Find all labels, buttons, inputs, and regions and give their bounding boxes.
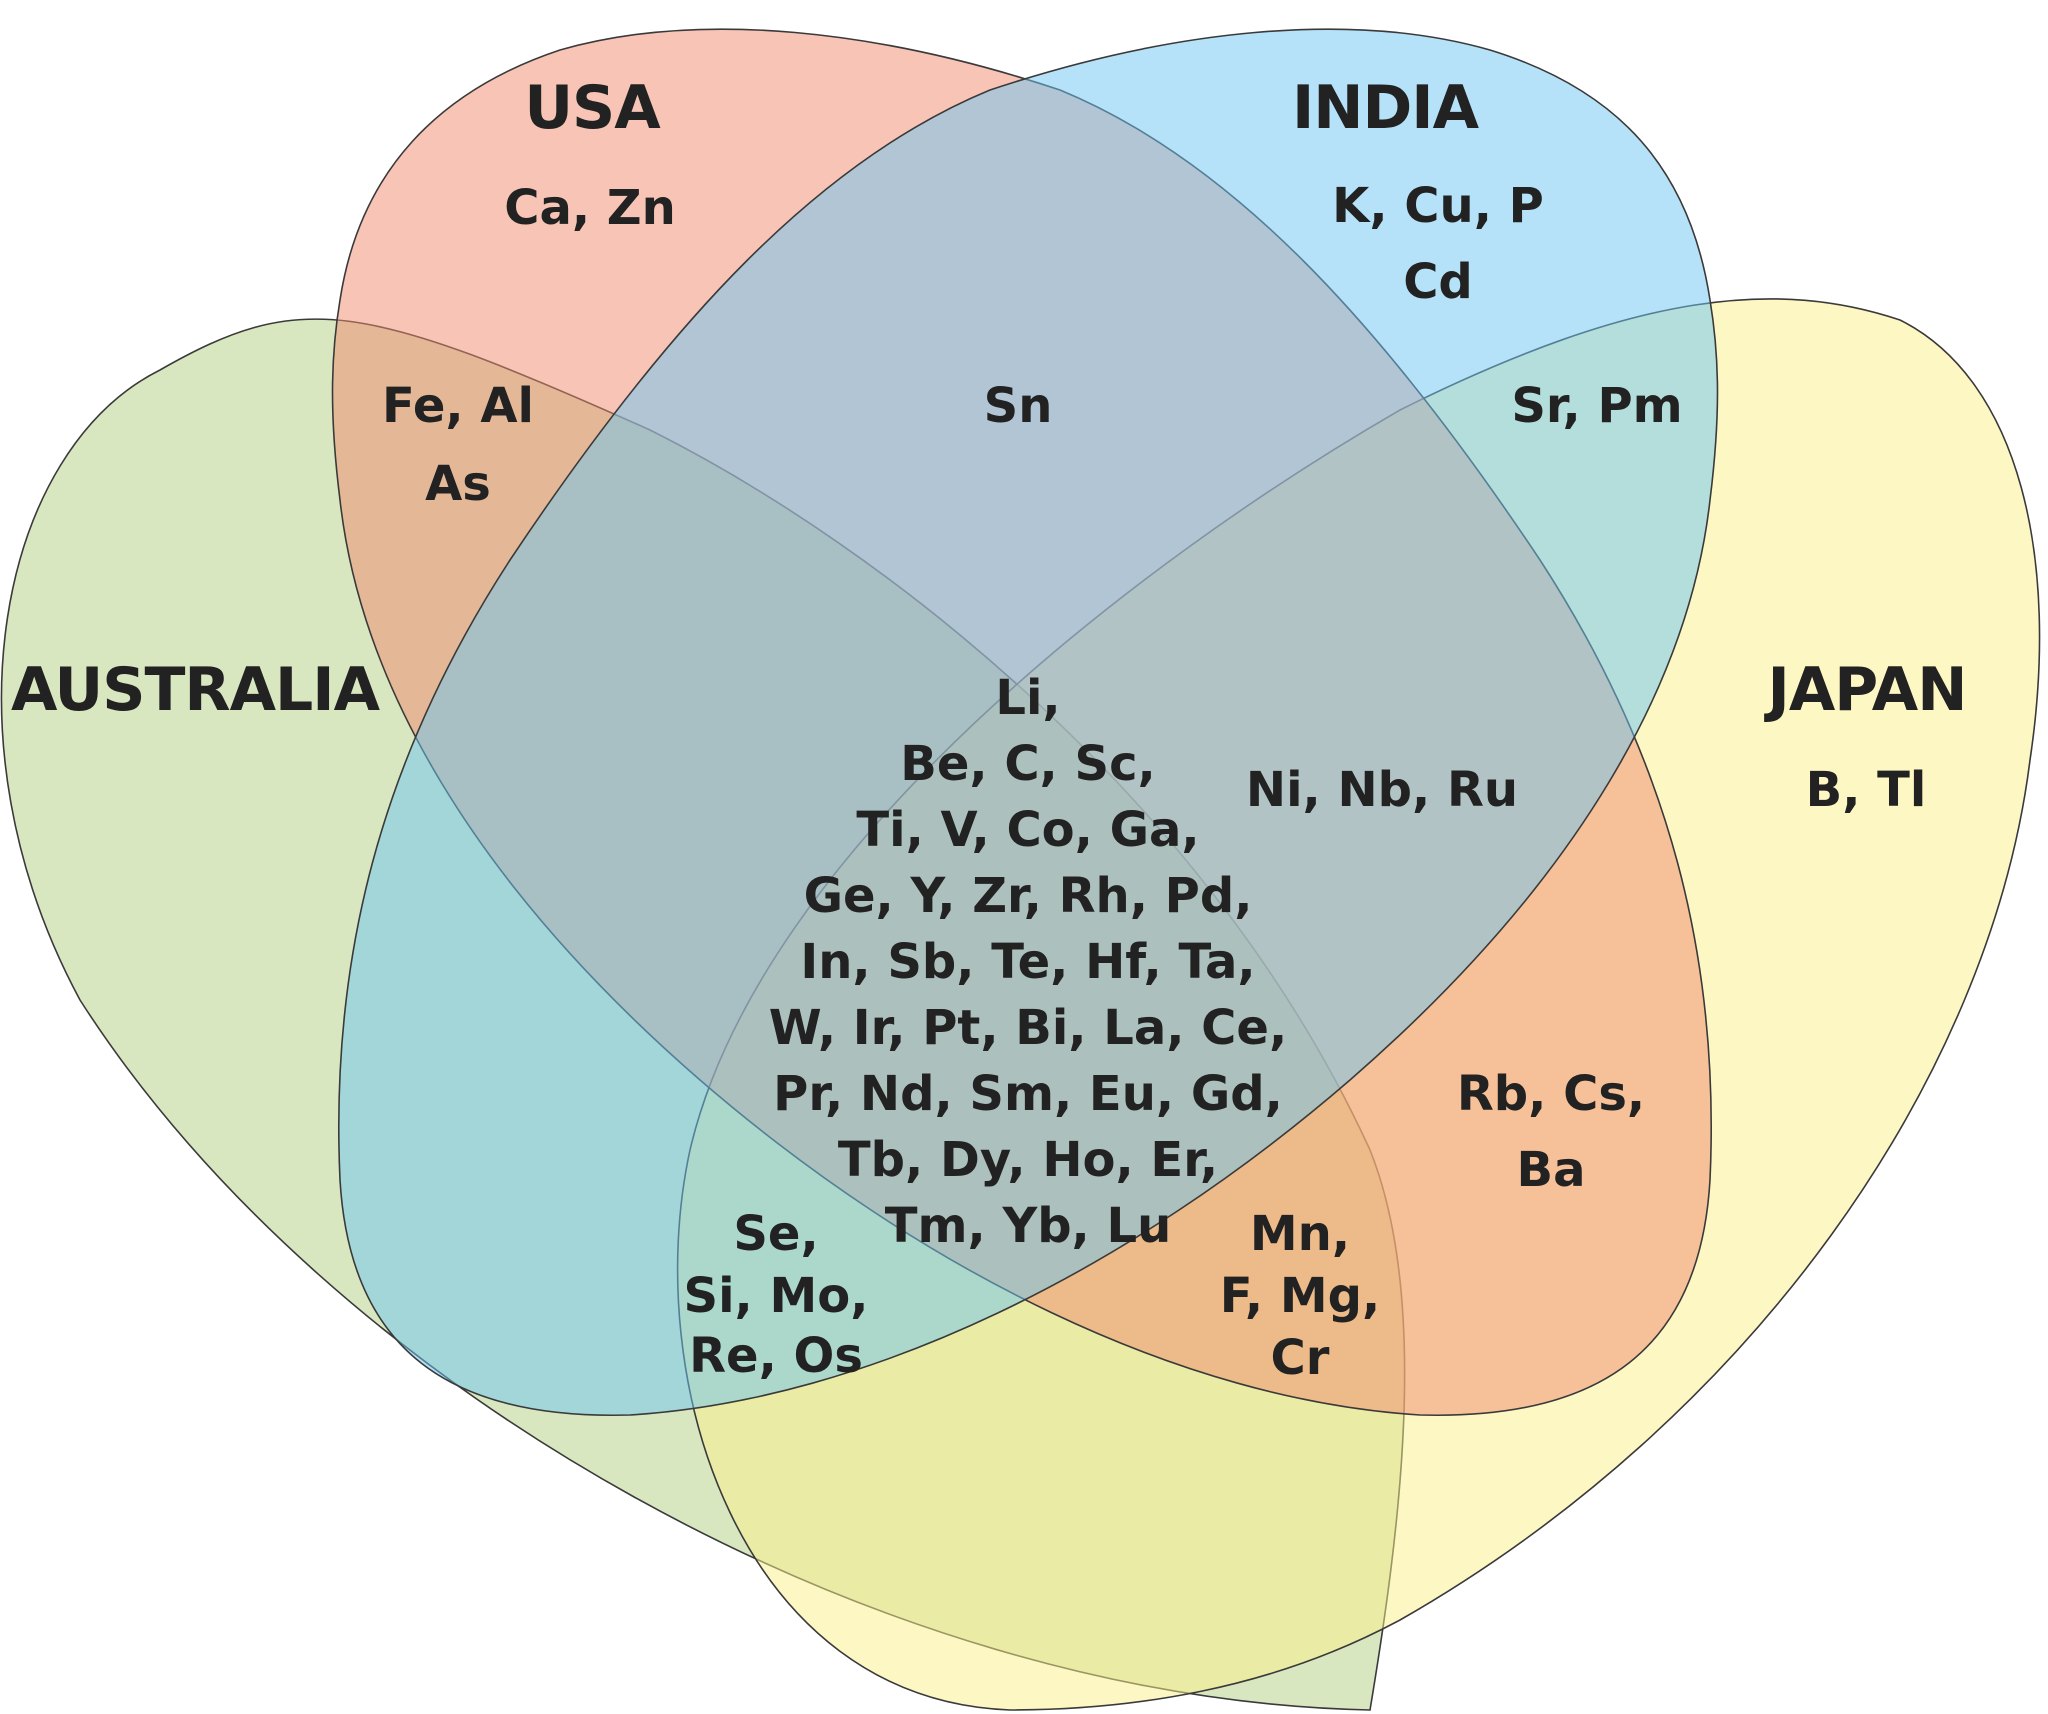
region-india-japan-line-1: Sr, Pm — [1511, 378, 1682, 434]
region-usa-australia-japan-line-1: Se, — [733, 1206, 818, 1262]
region-usa-australia-line-1: Fe, Al — [382, 378, 534, 434]
region-all-four-line-2: Be, C, Sc, — [900, 736, 1156, 792]
region-india-only-line-2: Cd — [1403, 254, 1473, 310]
region-japan-only-line-1: B, Tl — [1806, 762, 1927, 818]
region-all-four-line-4: Ge, Y, Zr, Rh, Pd, — [804, 868, 1253, 924]
region-india-japan-australia-lower-line-3: Cr — [1271, 1330, 1330, 1386]
region-usa-australia-japan-line-3: Re, Os — [689, 1328, 863, 1384]
region-usa-australia-line-2: As — [425, 456, 491, 512]
region-all-four-line-1: Li, — [995, 670, 1060, 726]
region-all-four-line-7: Pr, Nd, Sm, Eu, Gd, — [773, 1066, 1283, 1122]
region-all-four-line-9: Tm, Yb, Lu — [885, 1198, 1172, 1254]
region-all-four-line-5: In, Sb, Te, Hf, Ta, — [800, 934, 1255, 990]
japan-title: JAPAN — [1764, 655, 1967, 725]
region-india-only-line-1: K, Cu, P — [1332, 178, 1544, 234]
region-usa-india-japan-line-1: Ni, Nb, Ru — [1246, 762, 1518, 818]
india-title: INDIA — [1292, 73, 1480, 143]
region-usa-india-line-1: Sn — [984, 378, 1053, 434]
region-india-australia-japan-line-2: Ba — [1517, 1142, 1586, 1198]
region-all-four-line-3: Ti, V, Co, Ga, — [856, 802, 1199, 858]
region-all-four-line-6: W, Ir, Pt, Bi, La, Ce, — [769, 1000, 1287, 1056]
set-shapes — [0, 28, 2041, 1711]
region-usa-australia-japan-line-2: Si, Mo, — [684, 1268, 869, 1324]
region-india-australia-japan-line-1: Rb, Cs, — [1457, 1066, 1645, 1122]
region-india-japan-australia-lower-line-1: Mn, — [1250, 1206, 1350, 1262]
region-india-japan-australia-lower-line-2: F, Mg, — [1220, 1268, 1380, 1324]
australia-title: AUSTRALIA — [11, 655, 381, 725]
region-all-four-line-8: Tb, Dy, Ho, Er, — [838, 1132, 1218, 1188]
usa-title: USA — [524, 73, 661, 143]
india-set-shape — [337, 28, 1719, 1417]
region-usa-only-line-1: Ca, Zn — [504, 180, 676, 236]
